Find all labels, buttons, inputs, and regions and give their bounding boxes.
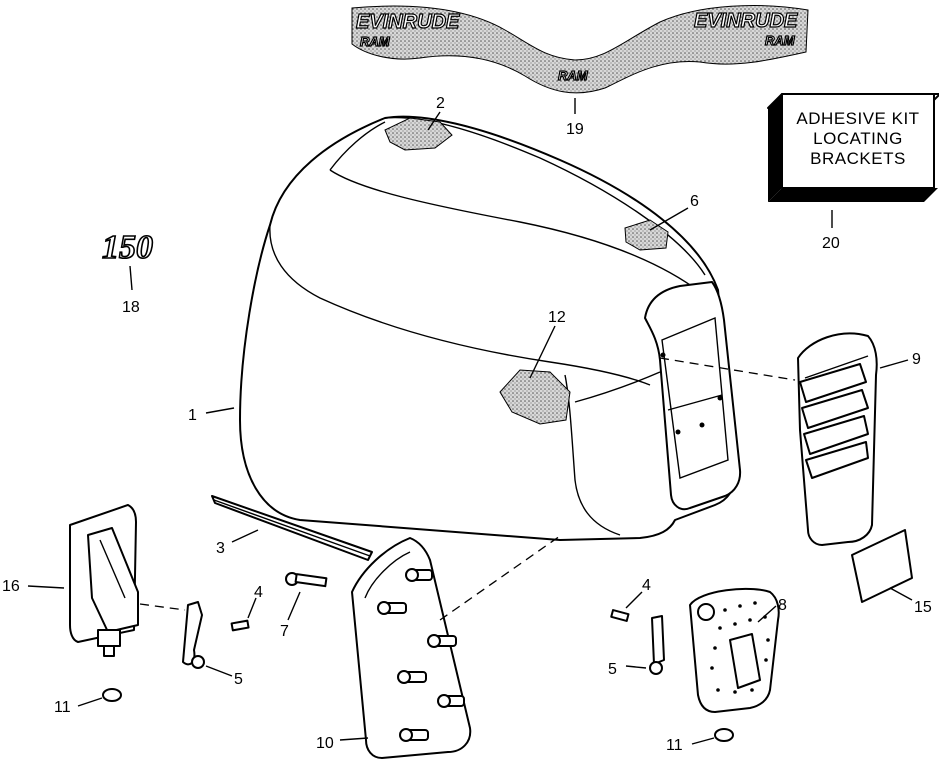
leader-11b	[691, 737, 715, 745]
dash-cover-to-grille	[659, 357, 796, 381]
callout-10: 10	[316, 735, 334, 752]
callout-12: 12	[548, 309, 566, 326]
callout-5-left: 5	[234, 671, 243, 688]
leader-1	[205, 407, 235, 414]
screw-part-4-right	[610, 591, 643, 622]
callout-11-left: 11	[54, 699, 71, 716]
leader-7	[287, 591, 301, 621]
callout-1: 1	[188, 407, 197, 424]
callout-3: 3	[216, 540, 225, 557]
callout-6: 6	[690, 193, 699, 210]
callout-8: 8	[778, 597, 787, 614]
acoustic-patch-part-6	[624, 219, 669, 251]
bolt-part-7	[285, 572, 328, 621]
leader-10	[339, 737, 369, 741]
latch-bracket-part-16	[27, 504, 186, 657]
vent-grille-part-9	[659, 332, 909, 546]
callout-11-right: 11	[666, 737, 683, 754]
leader-5a	[205, 665, 233, 677]
leader-12	[529, 325, 556, 379]
callout-9: 9	[912, 351, 921, 368]
decal-ram-left: RAM	[360, 34, 391, 49]
latch-plate-part-8	[689, 587, 780, 713]
leader-6	[649, 207, 689, 231]
kit-label-line2: LOCATING	[813, 129, 903, 148]
seal-strip-part-3	[211, 495, 373, 561]
callout-4-left: 4	[254, 584, 263, 601]
latch-link-part-5-left	[182, 601, 233, 677]
badge-150: 150	[102, 229, 153, 266]
pad-part-15	[851, 529, 913, 603]
callout-5-right: 5	[608, 661, 617, 678]
callout-19: 19	[566, 121, 584, 138]
callout-18: 18	[122, 299, 140, 316]
grommet-part-11-right	[691, 728, 734, 745]
leader-11a	[77, 697, 103, 707]
kit-label-line3: BRACKETS	[810, 149, 906, 168]
model-badge-part-18: 150	[101, 228, 154, 291]
latch-link-part-5-right	[625, 615, 665, 675]
dash-cover-to-10	[439, 535, 561, 621]
decal-ram-right: RAM	[765, 33, 796, 48]
callout-labels: 1 2 3 4 4 5 5 6 7 8 9 10 11 11 12 15 16 …	[2, 95, 932, 754]
callout-7: 7	[280, 623, 289, 640]
decal-brand-right: EVINRUDE	[694, 10, 798, 32]
dash-16-to-5	[139, 603, 186, 611]
callout-15: 15	[914, 599, 932, 616]
grommet-part-11-left	[77, 688, 122, 707]
adhesive-kit-box-part-20: ADHESIVE KIT LOCATING BRACKETS	[767, 93, 939, 228]
engine-cover-part-1	[205, 111, 742, 541]
leader-16	[27, 585, 65, 589]
acoustic-patch-part-12	[499, 369, 571, 425]
leader-4a	[247, 597, 257, 619]
leader-8	[757, 605, 777, 623]
leader-5b	[625, 665, 647, 669]
callout-20: 20	[822, 235, 840, 252]
decal-ribbon-part-19: EVINRUDE RAM RAM EVINRUDE RAM	[351, 5, 809, 114]
callout-16: 16	[2, 578, 20, 595]
leader-2	[427, 111, 441, 131]
leader-15	[889, 587, 913, 601]
leader-9	[879, 359, 909, 369]
rear-bracket-plate-part-10	[339, 535, 561, 759]
kit-label-line1: ADHESIVE KIT	[796, 109, 919, 128]
acoustic-patch-part-2	[384, 117, 453, 151]
leader-3	[231, 529, 259, 543]
decal-brand-left: EVINRUDE	[356, 11, 460, 33]
screw-part-4-left	[230, 597, 257, 632]
leader-4b	[625, 591, 643, 609]
leader-18	[129, 265, 133, 291]
callout-2: 2	[436, 95, 445, 112]
decal-ram-center: RAM	[558, 68, 589, 83]
callout-4-right: 4	[642, 577, 651, 594]
